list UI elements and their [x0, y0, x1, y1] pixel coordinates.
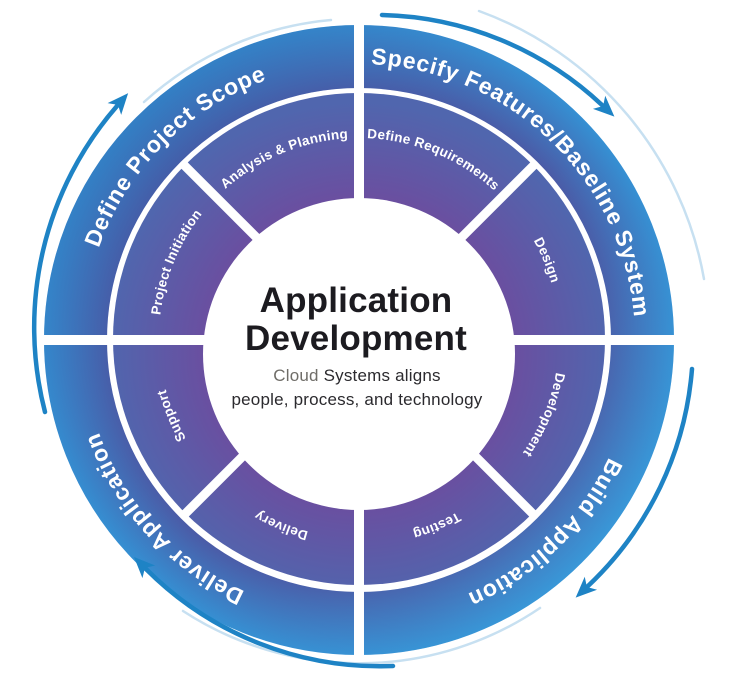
decorative-swoosh-arcs	[142, 9, 706, 665]
clockwise-arrow-bottom-right-icon	[575, 366, 695, 598]
center-subtitle-line2: people, process, and technology	[232, 390, 483, 409]
swoosh-arc-right	[477, 9, 706, 281]
segment-dividers	[41, 22, 677, 660]
subtitle-rest: Systems aligns	[319, 366, 441, 385]
center-subtitle-line1: Cloud Systems aligns	[273, 366, 440, 385]
center-text: Application Development Cloud Systems al…	[232, 281, 483, 409]
brand-word: Cloud	[273, 366, 318, 385]
swoosh-arc-bottom	[181, 606, 542, 665]
clockwise-arrow-top-left-icon	[31, 93, 129, 415]
center-title-line2: Development	[245, 319, 467, 358]
center-title-line1: Application	[260, 281, 453, 320]
clockwise-arrow-bottom-left-icon	[134, 556, 396, 669]
swoosh-arc-top-left	[142, 18, 333, 104]
clockwise-arrow-top-right-icon	[379, 12, 615, 117]
flow-arrows	[31, 12, 695, 669]
center-circle	[203, 198, 515, 510]
